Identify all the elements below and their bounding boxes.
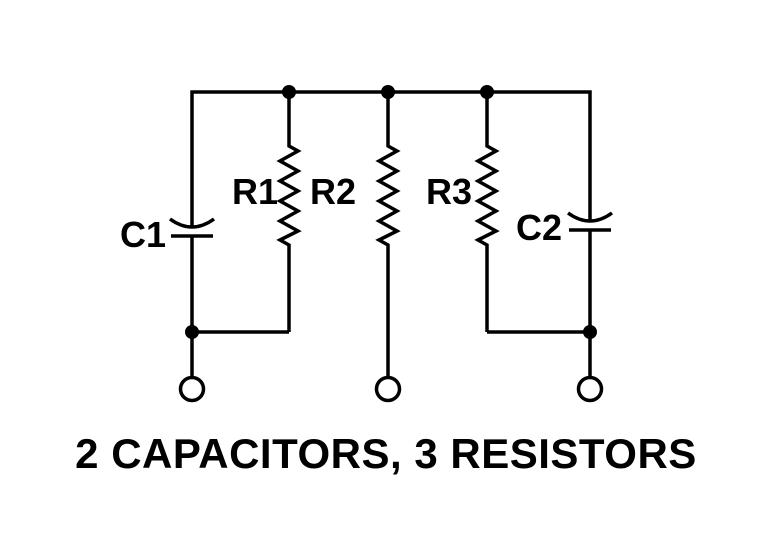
label-c1: C1 [120, 214, 166, 255]
terminal-left [178, 375, 206, 403]
junction-dot-r1-top [282, 85, 296, 99]
label-r3: R3 [426, 171, 472, 212]
label-r1: R1 [232, 171, 278, 212]
diagram-title: 2 CAPACITORS, 3 RESISTORS [75, 430, 697, 477]
capacitor-c2-curved-plate [566, 211, 614, 223]
terminal-middle [374, 375, 402, 403]
resistor-r1-symbol [276, 92, 302, 332]
terminal-right [576, 375, 604, 403]
junction-dot-r3-top [480, 85, 494, 99]
junction-dot-bottom-right [583, 325, 597, 339]
resistor-r2-symbol [375, 92, 401, 378]
label-r2: R2 [310, 171, 356, 212]
capacitor-c1-curved-plate [168, 217, 216, 229]
junction-dot-r2-top [381, 85, 395, 99]
label-c2: C2 [516, 207, 562, 248]
junction-dot-bottom-left [185, 325, 199, 339]
capacitor-c1-symbol [168, 217, 216, 332]
capacitor-c2-symbol [566, 211, 614, 332]
resistor-r3-symbol [474, 92, 500, 332]
